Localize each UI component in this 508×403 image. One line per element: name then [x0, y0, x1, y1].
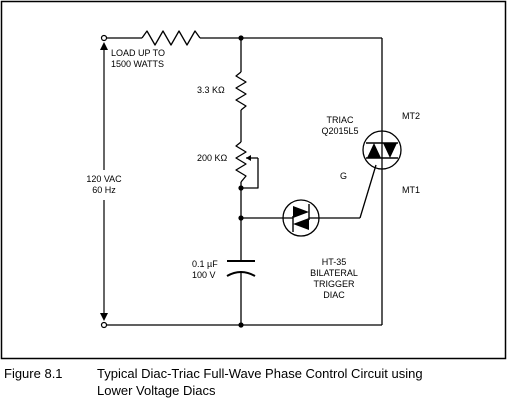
terminal-top: [100, 34, 108, 42]
diac-triangle-bottom: [293, 218, 309, 230]
terminal-bottom: [100, 321, 108, 329]
figure-number: Figure 8.1: [4, 366, 63, 381]
junction-top: [238, 35, 244, 41]
capacitor-label-line2: 100 V: [192, 270, 216, 280]
junction-diac: [238, 215, 244, 221]
diac-triangle-top: [293, 206, 309, 218]
diac-label-line4: DIAC: [323, 290, 345, 300]
diac-label-line1: HT-35: [321, 257, 347, 267]
triac-label-line2: Q2015L5: [321, 126, 359, 136]
figure-caption-line1: Typical Diac-Triac Full-Wave Phase Contr…: [97, 366, 423, 381]
load-label-line1: LOAD UP TO: [111, 48, 166, 58]
pot-bypass-wire: [241, 158, 259, 189]
junction-pot: [238, 185, 244, 191]
source-label-line1: 120 VAC: [86, 174, 122, 184]
capacitor-label-line1: 0.1 µF: [192, 259, 218, 269]
mt2-label: MT2: [402, 111, 420, 121]
potentiometer-label: 200 KΩ: [197, 153, 228, 163]
pot-wiper-arrow: [246, 155, 251, 161]
triac-label-line1: TRIAC: [326, 115, 354, 125]
junction-bottom: [238, 322, 244, 328]
schematic-frame: LOAD UP TO 1500 WATTS 3.3 KΩ 200 KΩ TRIA…: [0, 0, 507, 360]
diac-label-line3: TRIGGER: [313, 279, 355, 289]
source-label-line2: 60 Hz: [92, 185, 116, 195]
triac-label: TRIAC Q2015L5: [318, 115, 362, 137]
load-resistor: [141, 30, 201, 46]
load-label: LOAD UP TO 1500 WATTS: [111, 48, 165, 70]
capacitor-label: 0.1 µF 100 V: [192, 259, 218, 281]
figure-caption-line2: Lower Voltage Diacs: [97, 383, 216, 398]
mt1-label: MT1: [402, 185, 420, 195]
load-label-line2: 1500 WATTS: [111, 59, 165, 69]
diac-label: HT-35 BILATERAL TRIGGER DIAC: [302, 257, 366, 301]
circuit-schematic: [0, 0, 507, 360]
resistor-3k3-label: 3.3 KΩ: [197, 85, 225, 95]
gate-label: G: [340, 171, 348, 181]
source-arrow-head-bottom: [100, 313, 108, 321]
source-arrow-head-top: [100, 42, 108, 50]
frame-border: [0, 0, 507, 360]
triac-body: [362, 130, 402, 170]
triac-triangle-right: [383, 143, 397, 158]
triac-triangle-left: [367, 143, 381, 158]
source-label: 120 VAC 60 Hz: [80, 174, 128, 196]
diac-label-line2: BILATERAL: [310, 268, 358, 278]
triac-gate-lead: [359, 164, 377, 219]
figure-caption-text: Typical Diac-Triac Full-Wave Phase Contr…: [97, 365, 497, 399]
potentiometer-200k: [235, 141, 247, 183]
resistor-3k3: [235, 71, 247, 111]
